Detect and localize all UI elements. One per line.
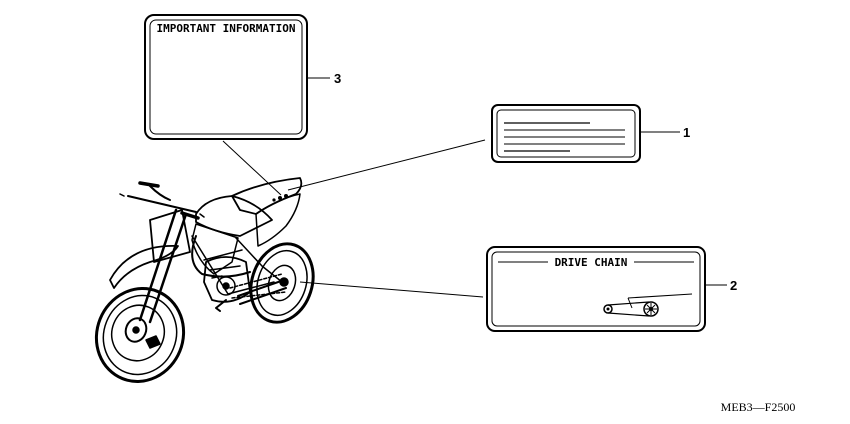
drive-chain-pictogram-icon bbox=[603, 293, 693, 317]
radiator-shroud bbox=[191, 223, 239, 275]
handlebar bbox=[119, 181, 205, 220]
front-fork bbox=[138, 208, 188, 324]
important-information-label: IMPORTANT INFORMATION bbox=[144, 14, 308, 140]
callout-2: 2 bbox=[730, 278, 737, 293]
fuel-tank bbox=[195, 195, 273, 237]
label-one bbox=[491, 104, 641, 163]
leader-line-2 bbox=[299, 281, 484, 298]
callout-1: 1 bbox=[683, 125, 690, 140]
drive-chain bbox=[229, 273, 287, 299]
drive-chain-label: DRIVE CHAIN bbox=[486, 246, 706, 332]
motorcycle-illustration bbox=[94, 177, 315, 383]
drive-chain-title: DRIVE CHAIN bbox=[555, 256, 628, 269]
swingarm bbox=[237, 279, 287, 305]
leader-line-1 bbox=[287, 139, 486, 191]
rear-fender bbox=[255, 193, 301, 247]
front-wheel bbox=[94, 287, 186, 383]
footpeg bbox=[215, 299, 227, 312]
important-information-title: IMPORTANT INFORMATION bbox=[156, 22, 295, 35]
number-plate bbox=[149, 209, 191, 263]
part-code: MEB3—F2500 bbox=[721, 400, 796, 414]
leader-line-3 bbox=[222, 140, 282, 196]
frame bbox=[191, 235, 283, 295]
front-fender bbox=[109, 245, 179, 289]
exhaust-pipe bbox=[191, 235, 251, 278]
callout-3: 3 bbox=[334, 71, 341, 86]
